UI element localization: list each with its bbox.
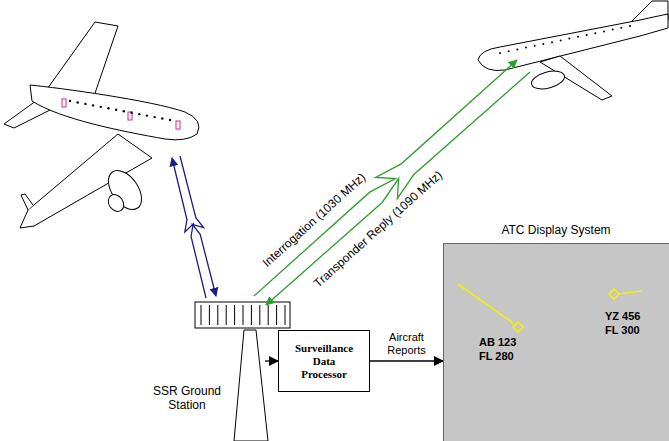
station-label: SSR Ground Station [144,384,230,412]
windows [499,25,631,54]
signal-label: Transponder Reply (1090 MHz) [311,168,445,290]
display-screen: AB 123FL 280 YZ 456FL 300 [443,243,669,441]
engine [102,165,149,216]
track-diamond [513,322,523,332]
box-label: Surveillance Data Processor [291,342,357,381]
engine-intake [105,192,127,215]
door [128,112,132,120]
track-callsign: AB 123 [479,336,516,349]
winglet [21,194,33,210]
track-diamond [609,289,619,299]
fuselage [30,85,199,140]
array-elements [201,305,285,325]
data-flow-arrow [370,360,443,361]
antenna-tower [234,330,268,441]
engine [530,68,567,92]
display-title: ATC Display System [443,222,669,238]
wing [20,134,152,228]
door [176,121,180,129]
track-callsign: YZ 456 [605,310,640,323]
track-level: FL 300 [605,324,640,337]
track-leader [619,291,642,294]
interrogation-link [172,158,206,298]
track-symbols [444,244,669,441]
ground-station: SSR Ground Station [140,330,265,441]
ssr-antenna [195,302,290,441]
process-box: Surveillance Data Processor [278,330,370,392]
display-panel: ATC Display System AB 123FL 280 YZ 456FL 3… [443,222,669,441]
left-airplane [4,22,199,228]
track-level: FL 280 [479,350,514,363]
door [62,99,66,107]
antenna-array [195,302,290,328]
data-flow-arrow [265,360,278,361]
edge-label: Aircraft Reports [372,331,442,357]
track-leader [458,284,513,323]
right-airplane [478,1,668,100]
fuselage [478,14,668,71]
windows [69,100,171,121]
reply-link [180,156,216,296]
